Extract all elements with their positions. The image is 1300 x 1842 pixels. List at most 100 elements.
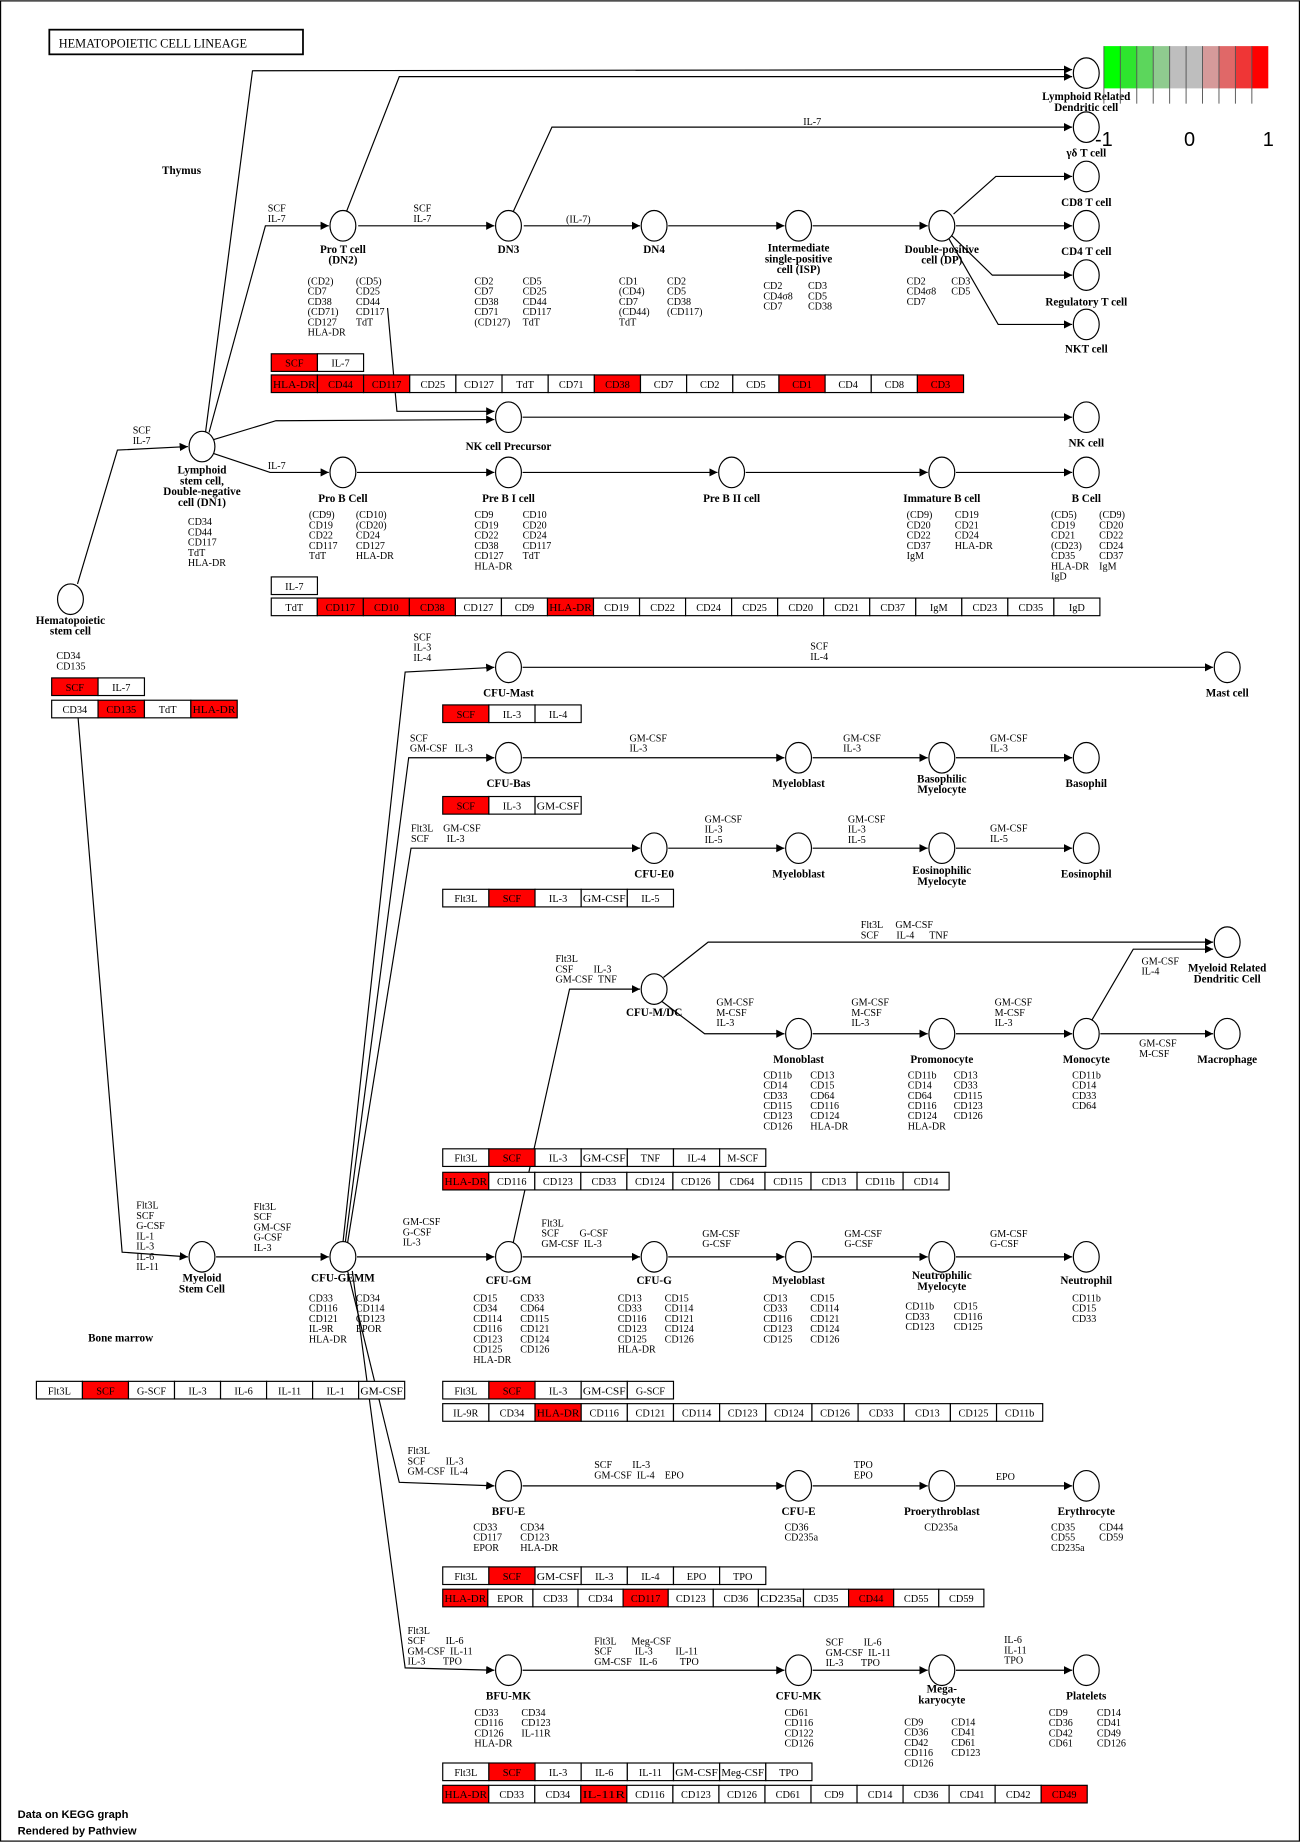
cell-node-promono[interactable]: PromonocyteCD11bCD14CD64CD116CD124HLA-DR… [908, 1017, 983, 1132]
gene-cell[interactable]: CD11b [856, 1171, 904, 1191]
cell-circle[interactable] [329, 209, 357, 242]
cell-circle[interactable] [494, 209, 522, 242]
gene-cell[interactable]: SCF [442, 795, 490, 815]
gene-cell[interactable]: SCF [270, 353, 319, 372]
cell-circle[interactable] [928, 1017, 956, 1050]
gene-cell[interactable]: Meg-CSF [719, 1762, 767, 1782]
gene-cell[interactable]: CD61 [764, 1784, 812, 1804]
gene-cell[interactable]: CD1 [778, 374, 826, 394]
cell-node-eop[interactable]: CFU-E0 [634, 832, 674, 881]
gene-cell[interactable]: SCF [488, 1148, 536, 1168]
gene-cell[interactable]: EPOR [487, 1588, 534, 1608]
gene-cell[interactable]: CD135 [97, 699, 146, 719]
gene-cell[interactable]: CD33 [857, 1403, 905, 1422]
cell-circle[interactable] [928, 1241, 956, 1273]
cell-circle[interactable] [928, 741, 956, 774]
gene-cell[interactable]: CD117 [362, 374, 411, 394]
cell-circle[interactable] [494, 1470, 522, 1502]
cell-node-gdt[interactable]: γδ T cell [1065, 111, 1106, 160]
gene-cell[interactable]: CD33 [580, 1171, 628, 1191]
gene-cell[interactable]: IgM [915, 597, 963, 617]
cell-circle[interactable] [1072, 259, 1100, 291]
gene-cell[interactable]: IL-4 [534, 704, 582, 724]
cell-circle[interactable] [1072, 209, 1100, 242]
gene-cell[interactable]: CD11b [995, 1403, 1044, 1422]
cell-node-prot[interactable]: Pro T cell(DN2)(CD2)CD7CD38(CD71)CD127HL… [308, 209, 385, 339]
gene-cell[interactable]: HLA-DR [442, 1784, 490, 1804]
cell-circle[interactable] [1213, 1017, 1241, 1050]
cell-node-mega[interactable]: Mega-karyocyteCD9CD36CD42CD116CD126CD14C… [904, 1654, 980, 1769]
cell-node-prob[interactable]: Pro B Cell(CD9)CD19CD22CD117TdT(CD10)(CD… [309, 456, 394, 562]
cell-circle[interactable] [494, 401, 522, 434]
gene-cell[interactable]: CD117 [316, 597, 364, 617]
gene-cell[interactable]: HLA-DR [190, 699, 238, 719]
cell-circle[interactable] [1072, 1241, 1100, 1273]
cell-node-monob[interactable]: MonoblastCD11bCD14CD33CD115CD123CD126CD1… [763, 1017, 849, 1132]
cell-circle[interactable] [494, 741, 522, 774]
gene-cell[interactable]: CD116 [626, 1784, 674, 1804]
gene-cell[interactable]: CD4 [824, 374, 872, 394]
cell-node-neumy[interactable]: NeutrophilicMyelocyteCD11bCD33CD123CD15C… [905, 1241, 983, 1334]
gene-cell[interactable]: IL-3 [534, 1148, 582, 1168]
cell-circle[interactable] [1213, 926, 1241, 958]
cell-circle[interactable] [640, 973, 668, 1005]
gene-cell[interactable]: CD123 [672, 1784, 720, 1804]
gene-cell[interactable]: CD38 [593, 374, 642, 394]
cell-circle[interactable] [494, 1241, 522, 1273]
cell-circle[interactable] [1072, 1654, 1100, 1687]
gene-cell[interactable]: G-SCF [127, 1380, 176, 1400]
gene-cell[interactable]: IL-4 [626, 1566, 675, 1586]
cell-circle[interactable] [785, 209, 813, 242]
gene-cell[interactable]: TNF [626, 1148, 675, 1168]
gene-cell[interactable]: IL-3 [534, 888, 582, 908]
cell-circle[interactable] [56, 583, 84, 616]
gene-cell[interactable]: CD9 [500, 597, 549, 617]
gene-cell[interactable]: IL-6 [580, 1762, 628, 1782]
cell-node-immb[interactable]: Immature B cell(CD9)CD20CD22CD37IgMCD19C… [903, 456, 993, 562]
gene-cell[interactable]: CD126 [811, 1403, 859, 1422]
cell-circle[interactable] [1072, 57, 1100, 89]
cell-node-bfumk[interactable]: BFU-MKCD33CD116CD126HLA-DRCD34CD123IL-11… [474, 1654, 551, 1750]
gene-cell[interactable]: CD21 [823, 597, 871, 617]
gene-cell[interactable]: SCF [488, 1380, 536, 1400]
cell-node-basp[interactable]: CFU-Bas [487, 741, 532, 790]
cell-circle[interactable] [1072, 308, 1100, 341]
cell-node-cfug[interactable]: CFU-GCD13CD33CD116CD123CD125HLA-DRCD15CD… [618, 1241, 694, 1356]
cell-circle[interactable] [494, 456, 522, 489]
gene-cell[interactable]: CD44 [316, 374, 365, 394]
gene-cell[interactable]: CD71 [547, 374, 595, 394]
gene-cell[interactable]: CD116 [488, 1171, 536, 1191]
gene-cell[interactable]: IL-1 [312, 1380, 360, 1400]
gene-cell[interactable]: IL-4 [672, 1148, 721, 1168]
gene-cell[interactable]: CD126 [718, 1784, 766, 1804]
gene-cell[interactable]: SCF [488, 888, 536, 908]
gene-cell[interactable]: TPO [765, 1762, 813, 1782]
gene-cell[interactable]: SCF [488, 1762, 536, 1782]
cell-node-myelon[interactable]: MyeloblastCD13CD33CD116CD123CD125CD15CD1… [763, 1241, 839, 1346]
gene-cell[interactable]: TdT [501, 374, 549, 394]
cell-node-gemm[interactable]: CFU-GEMMCD33CD116CD121IL-9RHLA-DRCD34CD1… [309, 1241, 385, 1346]
gene-cell[interactable]: CD34 [51, 699, 99, 719]
gene-cell[interactable]: CD10 [362, 597, 410, 617]
gene-cell[interactable]: SCF [81, 1380, 130, 1400]
cell-node-nk[interactable]: NK cell [1068, 401, 1104, 450]
cell-circle[interactable] [1213, 651, 1241, 684]
gene-cell[interactable]: Flt3L [442, 1762, 490, 1782]
gene-cell[interactable]: CD13 [903, 1403, 951, 1422]
gene-cell[interactable]: CD35 [1007, 597, 1055, 617]
gene-cell[interactable]: IL-7 [270, 576, 319, 596]
gene-cell[interactable]: G-SCF [626, 1380, 675, 1400]
cell-node-myeloe[interactable]: Myeloblast [772, 832, 825, 881]
gene-cell[interactable]: IL-5 [626, 888, 675, 908]
cell-node-dn3[interactable]: DN3CD2CD7CD38CD71(CD127)CD5CD25CD44CD117… [474, 209, 551, 329]
gene-cell[interactable]: CD64 [718, 1171, 766, 1191]
cell-circle[interactable] [785, 1470, 813, 1502]
cell-node-mastp[interactable]: CFU-Mast [483, 651, 534, 700]
cell-node-nkp[interactable]: NK cell Precursor [466, 401, 552, 453]
